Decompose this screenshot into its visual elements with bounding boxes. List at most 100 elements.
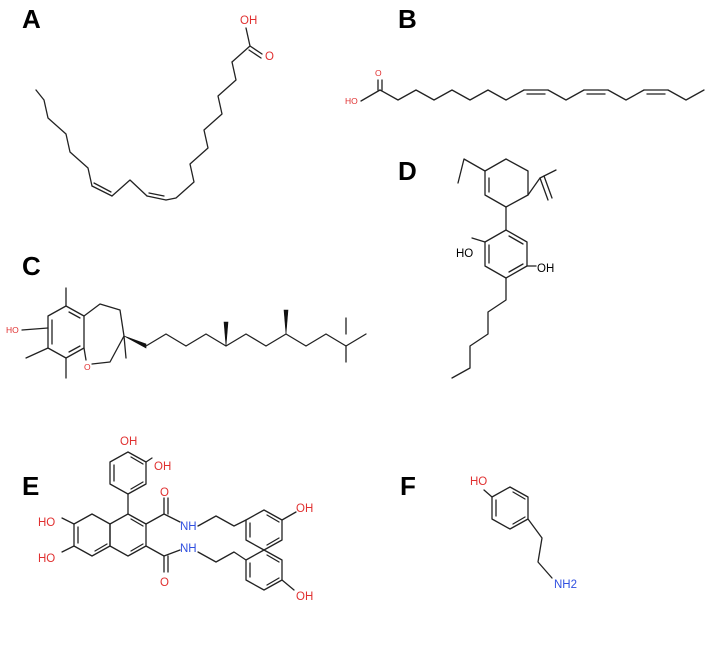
panel-d-ring-terpene <box>484 158 529 208</box>
panel-b-label: B <box>398 4 417 34</box>
panel-a: A OH O <box>22 4 274 201</box>
panel-b-structure: O HO <box>345 68 705 106</box>
panel-d-methyl <box>457 158 486 184</box>
panel-e-o2: O <box>160 577 169 589</box>
panel-a-oh-label: OH <box>240 15 257 27</box>
panel-d-ring-aromatic <box>484 229 528 279</box>
panel-a-bond <box>248 49 262 59</box>
panel-d-label: D <box>398 156 417 186</box>
panel-c-methyl <box>25 347 49 359</box>
panel-e-ring-naph-right <box>109 513 147 557</box>
panel-e-bond <box>163 513 181 523</box>
panel-d-double-bond <box>543 175 553 199</box>
panel-e-double-bond <box>130 543 144 552</box>
panel-a-bond <box>91 185 113 197</box>
panel-e-double-bond <box>130 481 144 490</box>
panel-e-ring-phenol1 <box>245 509 283 551</box>
panel-e-amide2 <box>145 545 165 573</box>
panel-a-bond <box>249 45 263 55</box>
panel-e-structure: OH OH HO HO O NH <box>38 436 313 603</box>
panel-d: D HO OH <box>398 156 557 379</box>
panel-a-tail <box>35 89 93 187</box>
panel-c-chain <box>145 333 367 347</box>
panel-e-oh-phen1: OH <box>296 503 313 515</box>
panel-f-double-bond <box>512 516 526 525</box>
panel-c-label: C <box>22 251 41 281</box>
panel-c: C HO O <box>6 251 367 379</box>
panel-a-o-label: O <box>265 51 274 63</box>
panel-e-bond <box>281 511 297 521</box>
panel-d-double-bond <box>508 263 524 273</box>
panel-e-nh1: NH <box>180 521 197 533</box>
panel-a-structure: OH O <box>35 15 274 201</box>
panel-a-chain <box>111 179 148 197</box>
panel-f-label: F <box>400 471 416 501</box>
panel-b-oh-label: HO <box>345 96 358 106</box>
panel-e-double-bond <box>130 518 144 527</box>
panel-e-double-bond <box>130 456 144 465</box>
panel-c-double-bond <box>68 345 81 353</box>
panel-e-bond <box>145 457 153 463</box>
panel-e-oh-phen2: OH <box>296 591 313 603</box>
panel-c-wedge <box>223 321 229 347</box>
panel-e-oh-cat2: OH <box>154 461 171 473</box>
panel-b-tail <box>667 89 705 101</box>
panel-c-double-bond <box>68 311 81 319</box>
panel-b-o-label: O <box>375 68 382 78</box>
panel-f-ring <box>491 486 529 530</box>
panel-c-o-label: O <box>84 362 91 372</box>
panel-b-bond <box>360 89 381 102</box>
panel-c-ring-aromatic <box>47 305 85 359</box>
panel-e-ring-catechol <box>109 451 147 495</box>
panel-c-structure: HO O <box>6 287 367 379</box>
panel-d-isopropenyl <box>539 177 549 201</box>
panel-f-structure: HO NH2 <box>470 476 577 591</box>
panel-d-bond <box>471 237 486 243</box>
panel-e-label: E <box>22 471 39 501</box>
panel-c-methyl <box>123 335 127 359</box>
panel-b: B O HO <box>345 4 705 106</box>
panel-c-wedge <box>123 335 147 349</box>
panel-f-ho-label: HO <box>470 476 487 488</box>
panel-f-ethylamine <box>527 518 553 579</box>
panel-a-double-bond <box>93 182 112 193</box>
panel-f-bond <box>483 489 493 498</box>
panel-e-oh-naph2: HO <box>38 553 55 565</box>
panel-d-oh1-label: HO <box>456 248 473 260</box>
panel-e-bond <box>61 545 75 553</box>
panel-e-double-bond <box>266 514 280 523</box>
panel-e-oh-cat1: OH <box>120 436 137 448</box>
panel-f: F HO NH2 <box>400 471 577 591</box>
panel-e-linker2 <box>197 551 247 563</box>
panel-e-double-bond <box>266 554 280 563</box>
panel-f-nh2-label: NH2 <box>554 579 577 591</box>
panel-e-nh2: NH <box>180 543 197 555</box>
panel-d-pentyl <box>451 277 507 379</box>
panel-d-oh2-label: OH <box>537 263 554 275</box>
panel-e-oh-naph1: HO <box>38 517 55 529</box>
panel-c-ring-chroman <box>83 303 125 365</box>
panel-e-bond <box>61 517 75 525</box>
panel-a-bond <box>231 27 251 63</box>
panel-c-bond <box>83 347 87 361</box>
panel-a-double-bond <box>148 192 165 197</box>
panel-a-label: A <box>22 4 41 34</box>
panel-e-double-bond <box>266 537 280 546</box>
panel-b-chain <box>607 89 645 101</box>
panel-b-chain <box>379 89 525 101</box>
panel-c-ho-label: HO <box>6 325 19 335</box>
panel-e-double-bond <box>266 577 280 586</box>
panel-f-double-bond <box>512 491 526 500</box>
panel-e-amide1 <box>145 497 165 525</box>
panel-d-double-bond <box>508 235 524 245</box>
panel-e-o1: O <box>160 487 169 499</box>
panel-c-bond <box>21 327 49 331</box>
panel-a-bond <box>146 195 167 201</box>
panel-e-double-bond <box>94 543 108 552</box>
panel-e-linker1 <box>197 515 247 527</box>
panel-c-wedge <box>283 309 289 335</box>
panel-e-bond <box>163 549 181 557</box>
panel-a-chain <box>165 61 237 201</box>
panel-e-ring-naph-left <box>73 513 111 557</box>
